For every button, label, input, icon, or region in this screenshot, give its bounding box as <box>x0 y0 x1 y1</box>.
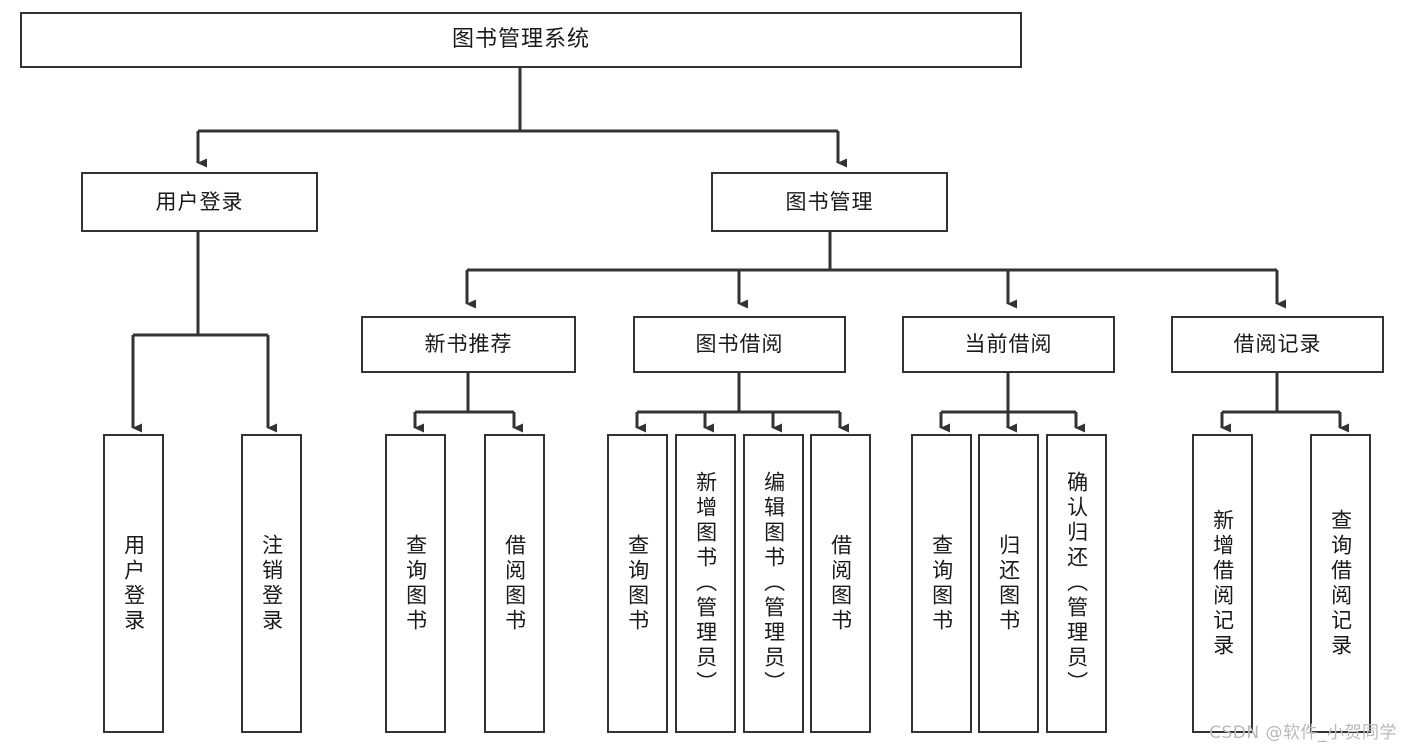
leaf-record-query-record[interactable]: 查询借阅记录 <box>1310 434 1371 733</box>
node-user-login[interactable]: 用户登录 <box>81 172 318 232</box>
node-book-borrow[interactable]: 图书借阅 <box>633 316 846 373</box>
node-book-management[interactable]: 图书管理 <box>711 172 948 232</box>
leaf-user-login-signout[interactable]: 注销登录 <box>241 434 302 733</box>
node-label: 图书借阅 <box>695 332 784 357</box>
node-label: 新增借阅记录 <box>1210 508 1235 659</box>
node-label: 归还图书 <box>996 533 1021 634</box>
node-label: 查询借阅记录 <box>1328 508 1353 659</box>
node-label: 编辑图书（管理员） <box>761 471 786 696</box>
node-label: 新增图书（管理员） <box>693 471 718 696</box>
node-label: 借阅图书 <box>502 533 527 634</box>
node-label: 借阅记录 <box>1233 332 1322 357</box>
leaf-borrow-query-book[interactable]: 查询图书 <box>607 434 668 733</box>
node-label: 查询图书 <box>929 533 954 634</box>
node-label: 注销登录 <box>259 533 284 634</box>
csdn-watermark: CSDN @软件_小贺同学 <box>1209 723 1397 743</box>
node-label: 用户登录 <box>121 533 146 634</box>
node-borrow-record[interactable]: 借阅记录 <box>1171 316 1384 373</box>
node-label: 查询图书 <box>625 533 650 634</box>
leaf-current-return-book[interactable]: 归还图书 <box>978 434 1039 733</box>
node-label: 当前借阅 <box>964 332 1053 357</box>
node-label: 确认归还（管理员） <box>1064 471 1089 696</box>
leaf-current-query-book[interactable]: 查询图书 <box>911 434 972 733</box>
leaf-recommend-query-book[interactable]: 查询图书 <box>385 434 446 733</box>
node-label: 图书管理 <box>785 189 874 214</box>
node-new-book-recommend[interactable]: 新书推荐 <box>361 316 576 373</box>
leaf-borrow-add-book[interactable]: 新增图书（管理员） <box>675 434 736 733</box>
node-current-borrow[interactable]: 当前借阅 <box>902 316 1115 373</box>
node-label: 图书管理系统 <box>451 27 590 53</box>
leaf-record-add-record[interactable]: 新增借阅记录 <box>1192 434 1253 733</box>
node-label: 用户登录 <box>155 189 244 214</box>
leaf-borrow-edit-book[interactable]: 编辑图书（管理员） <box>743 434 804 733</box>
node-label: 查询图书 <box>403 533 428 634</box>
leaf-recommend-borrow-book[interactable]: 借阅图书 <box>484 434 545 733</box>
leaf-user-login-signin[interactable]: 用户登录 <box>103 434 164 733</box>
node-root-system[interactable]: 图书管理系统 <box>20 12 1022 68</box>
leaf-current-confirm-return[interactable]: 确认归还（管理员） <box>1046 434 1107 733</box>
leaf-borrow-borrow-book[interactable]: 借阅图书 <box>810 434 871 733</box>
node-label: 新书推荐 <box>424 332 513 357</box>
node-label: 借阅图书 <box>828 533 853 634</box>
